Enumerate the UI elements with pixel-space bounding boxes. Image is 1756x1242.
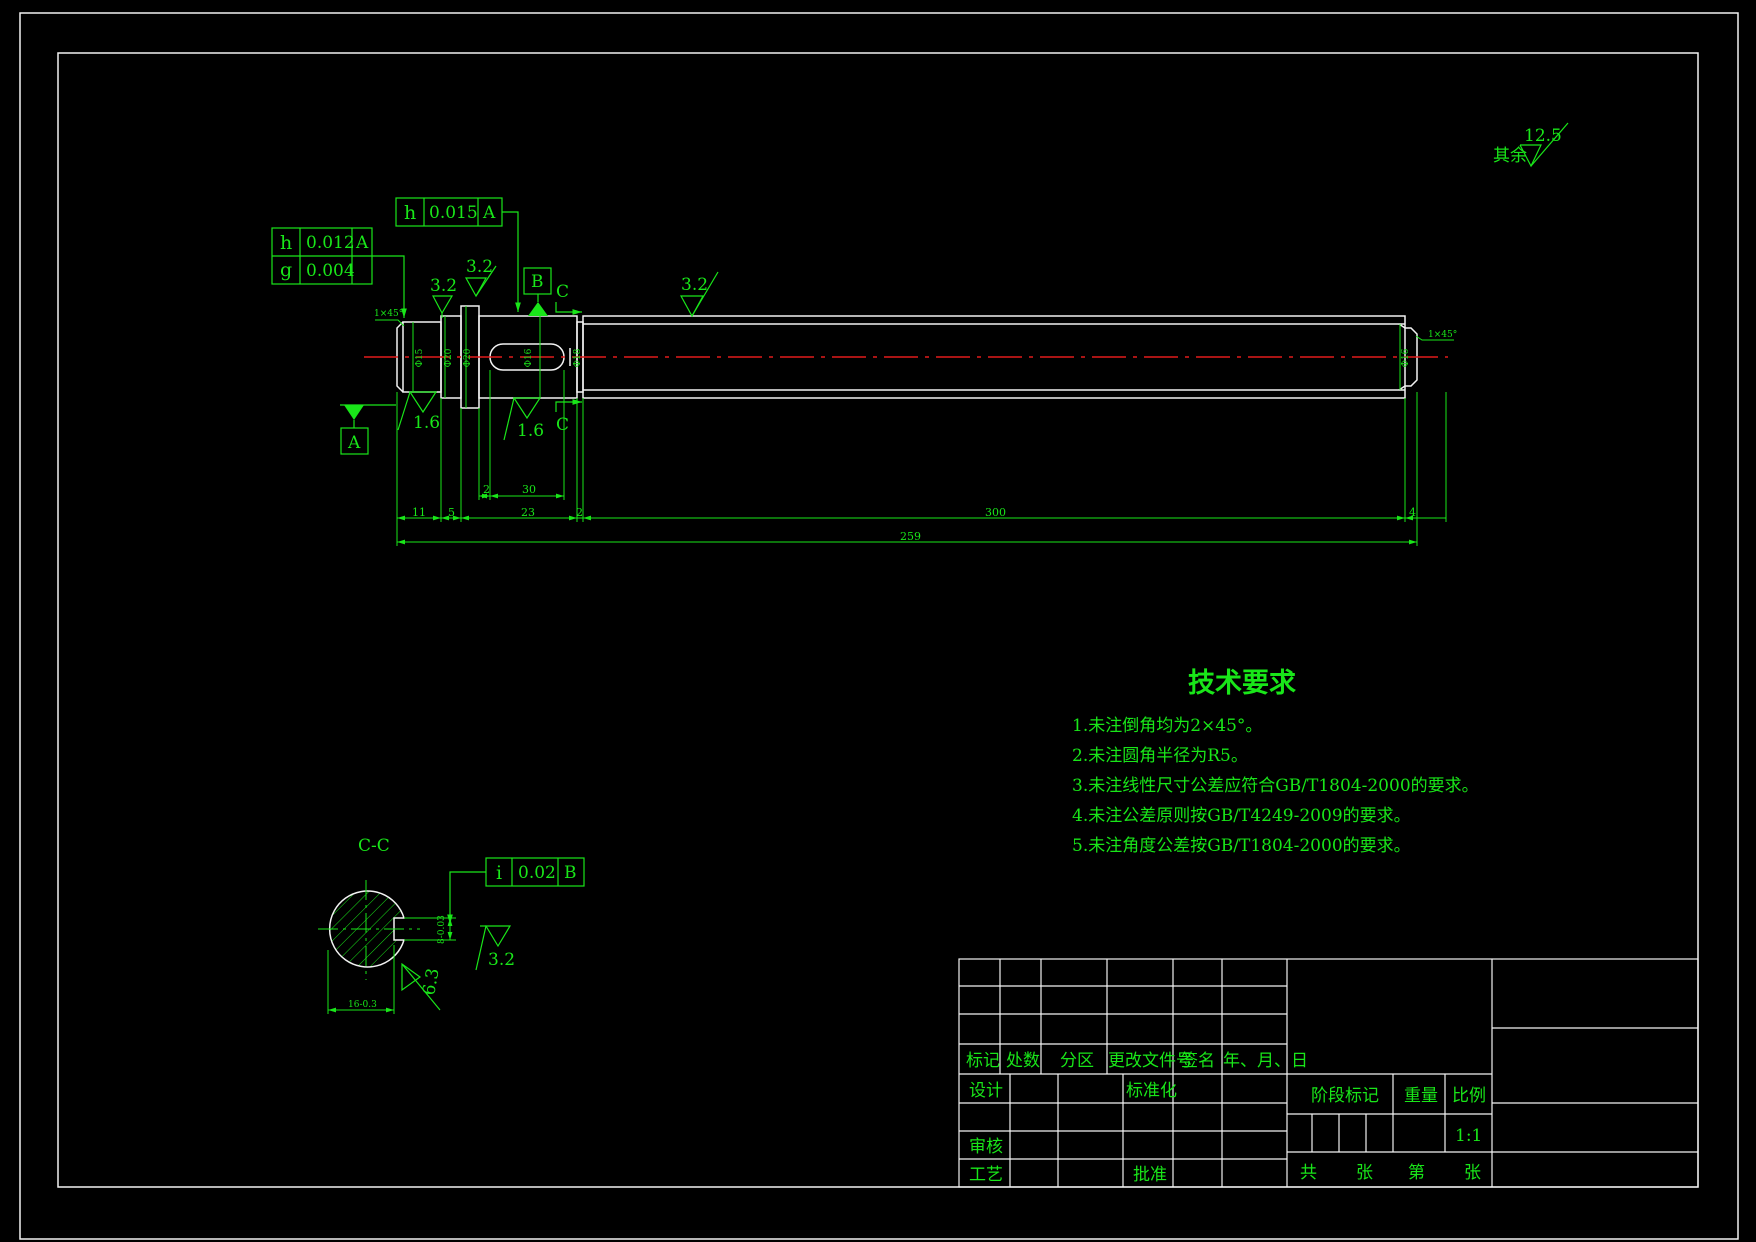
tb-change-doc: 更改文件号 (1108, 1051, 1193, 1071)
title-block-text: 标记 处数 分区 更改文件号 签名 年、月、日 设计 标准化 审核 工艺 批准 … (966, 1051, 1486, 1185)
tb-approve: 批准 (1133, 1165, 1167, 1185)
requirement-4: 4.未注公差原则按GB/T4249-2009的要求。 (1072, 806, 1411, 826)
tb-sign: 签名 (1181, 1051, 1215, 1071)
section-mark-top: C (556, 282, 569, 302)
dim-23: 23 (521, 506, 535, 519)
roughness-top-left-b: 3.2 (466, 257, 493, 277)
tolerance-1-symbol-2: g (280, 259, 292, 281)
tolerance-1-datum: A (355, 233, 369, 253)
diameter-label-4: Φ16 (524, 348, 534, 367)
chamfer-note-left: 1×45° (374, 309, 403, 319)
requirement-3: 3.未注线性尺寸公差应符合GB/T1804-2000的要求。 (1072, 776, 1479, 796)
datum-a: A (340, 404, 396, 455)
datum-b: B (523, 267, 552, 316)
diameter-label-1: Φ15 (415, 348, 425, 367)
roughness-section-bottom: 6.3 (419, 967, 443, 997)
roughness-general-symbol (1519, 144, 1542, 168)
tolerance-3-value: 0.02 (518, 863, 556, 883)
roughness-bottom-left: 1.6 (413, 413, 440, 433)
tb-standard: 标准化 (1126, 1081, 1177, 1101)
requirements-title: 技术要求 (1188, 668, 1296, 699)
tb-total: 共 (1300, 1163, 1317, 1183)
chamfer-note-right: 1×45° (1428, 330, 1457, 340)
tb-sheet-unit-1: 张 (1356, 1163, 1373, 1183)
tb-stage-mark: 阶段标记 (1311, 1086, 1379, 1106)
dim-2b: 2 (576, 506, 583, 519)
requirement-5: 5.未注角度公差按GB/T1804-2000的要求。 (1072, 836, 1411, 856)
tolerance-frame-1: h 0.012 A g 0.004 (271, 227, 407, 318)
tb-zone: 分区 (1060, 1051, 1094, 1071)
roughness-section-right: 3.2 (488, 950, 515, 970)
diameter-label-3: Φ20 (463, 348, 473, 367)
tb-sheet-unit-2: 张 (1464, 1163, 1481, 1183)
section-view-label: C-C (358, 836, 390, 856)
dim-2a: 2 (483, 483, 490, 496)
tolerance-3-datum: B (564, 863, 577, 883)
tolerance-2-symbol: h (404, 202, 416, 224)
dim-5: 5 (448, 506, 455, 519)
requirement-2: 2.未注圆角半径为R5。 (1072, 746, 1248, 766)
tb-design: 设计 (969, 1081, 1003, 1101)
tolerance-1-value-2: 0.004 (306, 261, 355, 281)
requirement-1: 1.未注倒角均为2×45°。 (1072, 716, 1262, 736)
section-mark-bottom: C (556, 415, 569, 435)
section-width: 16-0.3 (348, 1000, 377, 1010)
title-block (958, 958, 1699, 1188)
tolerance-2-datum: A (482, 203, 496, 223)
tb-mark: 标记 (966, 1051, 1000, 1071)
tolerance-1-symbol-1: h (280, 232, 292, 254)
tolerance-2-value: 0.015 (429, 203, 478, 223)
tb-sheet-no: 第 (1408, 1163, 1425, 1183)
dim-4: 4 (1409, 506, 1416, 519)
dim-30: 30 (522, 483, 536, 496)
dim-300: 300 (985, 506, 1006, 519)
section-keyway-depth: 8-0.03 (437, 915, 447, 944)
tb-count: 处数 (1006, 1051, 1040, 1071)
roughness-general-label: 其余 (1493, 146, 1527, 166)
tolerance-1-value-1: 0.012 (306, 233, 355, 253)
diameter-label-5: Φ18 (573, 348, 583, 367)
tolerance-frame-3: i 0.02 B (447, 857, 585, 924)
section-view: 8-0.03 16-0.3 (318, 880, 456, 1014)
dim-11: 11 (412, 506, 426, 519)
dim-259: 259 (900, 530, 921, 543)
datum-a-letter: A (347, 433, 361, 453)
tolerance-3-symbol: i (496, 862, 502, 884)
tb-review: 审核 (969, 1137, 1003, 1157)
tb-scale-value: 1:1 (1455, 1126, 1482, 1146)
tb-date: 年、月、日 (1223, 1051, 1308, 1071)
outer-border (19, 12, 1739, 1240)
datum-b-letter: B (531, 272, 544, 292)
roughness-main-shaft: 3.2 (681, 275, 708, 295)
inner-border (57, 52, 1699, 1188)
roughness-top-left-a: 3.2 (430, 276, 457, 296)
tb-scale: 比例 (1452, 1086, 1486, 1106)
tb-weight: 重量 (1404, 1086, 1438, 1106)
roughness-bottom-mid: 1.6 (517, 421, 544, 441)
tolerance-frame-2: h 0.015 A (395, 197, 521, 312)
tb-process: 工艺 (969, 1165, 1003, 1185)
diameter-label-6: Φ16 (1401, 348, 1411, 367)
diameter-label-2: Φ20 (444, 348, 454, 367)
